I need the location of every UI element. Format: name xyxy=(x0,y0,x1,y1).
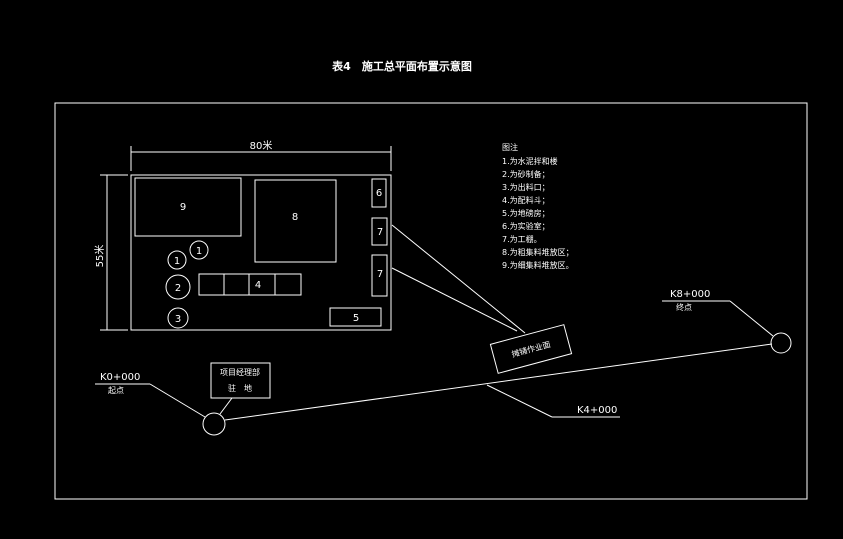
legend-item: 1.为水泥拌和楼 xyxy=(502,156,558,166)
start-station-note: 起点 xyxy=(108,386,124,395)
road-alignment xyxy=(224,343,773,421)
legend-item: 2.为砂制备； xyxy=(502,169,550,179)
leader-line-lower xyxy=(391,267,518,332)
circle-2-sand-prep xyxy=(165,274,191,300)
end-point-marker xyxy=(770,332,792,354)
legend-item: 8.为粗集料堆放区； xyxy=(502,247,574,257)
legend-item: 5.为地磅房； xyxy=(502,208,550,218)
width-dimension-label: 80米 xyxy=(250,139,273,152)
zone-5-weighbridge xyxy=(329,307,382,327)
zone-6-laboratory xyxy=(371,178,387,208)
project-office-line2: 驻 地 xyxy=(228,383,252,393)
project-office-box xyxy=(210,362,271,399)
legend-heading: 图注 xyxy=(502,142,518,152)
width-dimension: 80米 xyxy=(130,139,392,171)
legend-item: 7.为工棚。 xyxy=(502,234,542,244)
zone-7-lower-label: 7 xyxy=(377,269,383,280)
project-office-line1: 项目经理部 xyxy=(220,367,260,377)
zone-8-coarse-aggregate xyxy=(254,179,337,263)
zone-7-shed-upper xyxy=(371,217,388,246)
drawing-frame xyxy=(54,102,808,500)
zone-7-shed-lower xyxy=(371,254,388,297)
paving-work-face-label: 摊铺作业面 xyxy=(510,339,551,359)
legend-item: 4.为配料斗； xyxy=(502,195,550,205)
end-station-label: K8+000 xyxy=(670,289,710,300)
leader-line-upper xyxy=(391,224,526,334)
mid-station-label: K4+000 xyxy=(577,405,617,416)
zone-6-label: 6 xyxy=(376,188,382,199)
paving-work-face: 摊铺作业面 xyxy=(489,324,573,374)
zone-9-label: 9 xyxy=(180,202,186,213)
legend-item: 3.为出料口； xyxy=(502,182,550,192)
start-point-marker xyxy=(202,412,226,436)
zone-5-label: 5 xyxy=(353,313,359,324)
legend-item: 6.为实验室； xyxy=(502,221,550,231)
drawing-title: 表4 施工总平面布置示意图 xyxy=(331,59,472,73)
legend-item: 9.为细集料堆放区。 xyxy=(502,260,574,270)
end-station-note: 终点 xyxy=(676,302,692,312)
legend: 图注 1.为水泥拌和楼 2.为砂制备； 3.为出料口； 4.为配料斗； 5.为地… xyxy=(502,142,574,270)
circle-2-label: 2 xyxy=(175,283,181,294)
circle-1-mixing-plant-a xyxy=(189,240,209,260)
height-dimension-label: 55米 xyxy=(93,245,106,268)
height-dimension: 55米 xyxy=(93,174,128,331)
zone-9-fine-aggregate xyxy=(134,177,242,237)
circle-3-outlet xyxy=(167,307,189,329)
zone-4-label: 4 xyxy=(255,280,261,291)
zone-7-upper-label: 7 xyxy=(377,227,383,238)
start-station-label: K0+000 xyxy=(100,372,140,383)
circle-1-mixing-plant-b xyxy=(167,250,187,270)
circle-3-label: 3 xyxy=(175,314,181,325)
zone-4-hoppers xyxy=(198,273,302,296)
zone-8-label: 8 xyxy=(292,212,298,223)
circle-1a-label: 1 xyxy=(196,246,202,257)
circle-1b-label: 1 xyxy=(174,256,180,267)
site-boundary xyxy=(130,174,392,331)
